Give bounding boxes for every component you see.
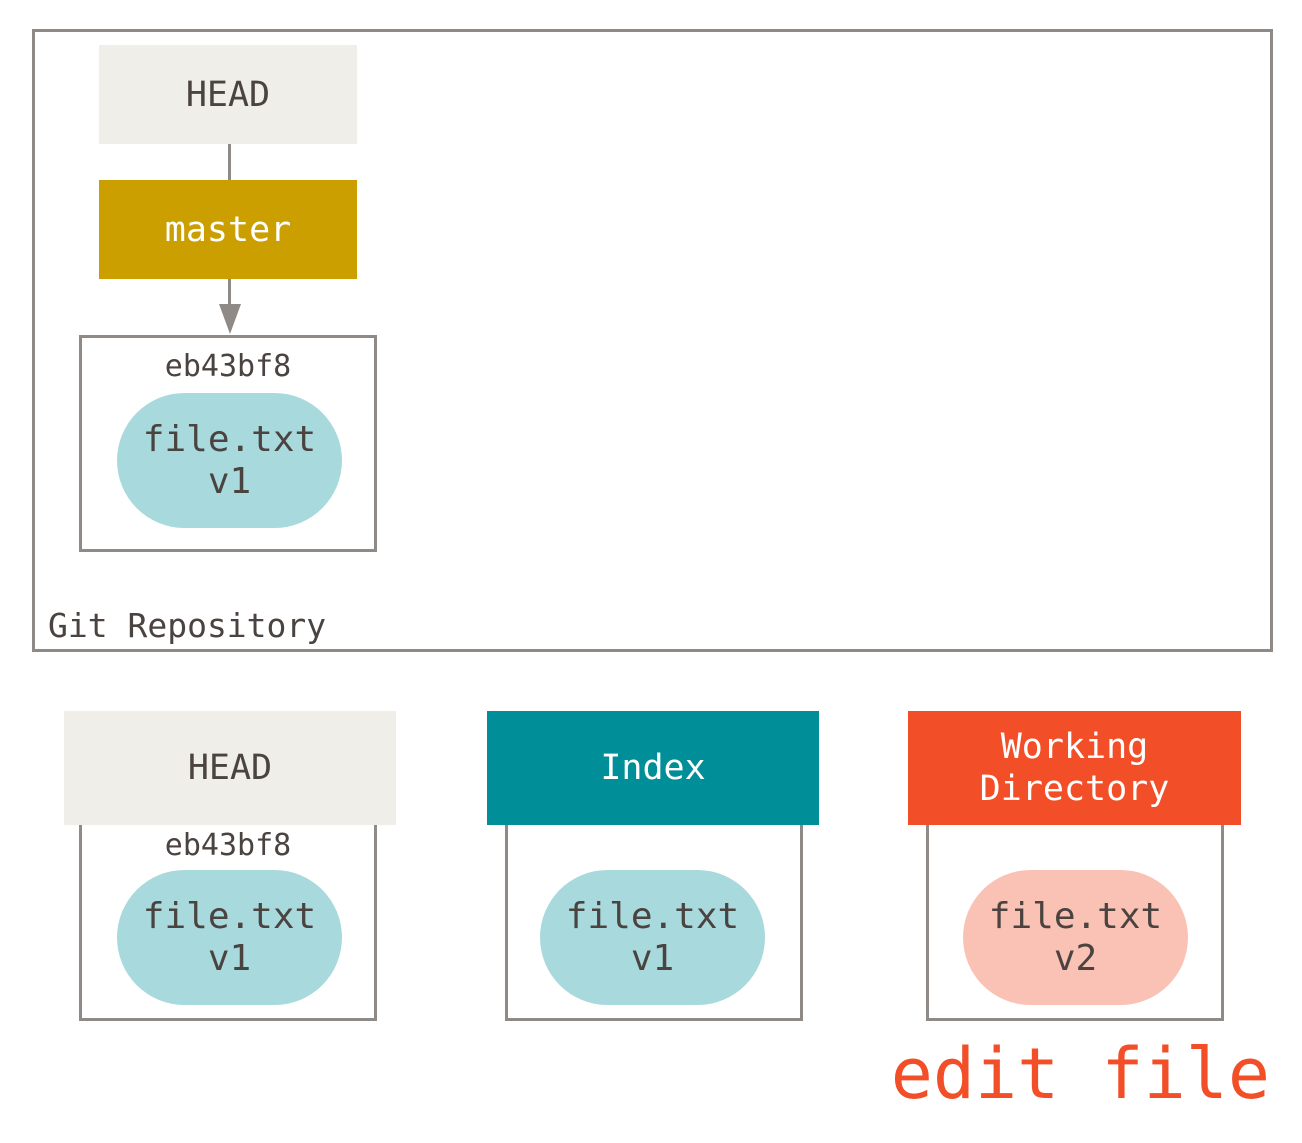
head-file-blob: file.txt v1 [117,870,342,1005]
working-directory-area-header: Working Directory [908,711,1241,825]
head-file-version: v1 [207,937,252,979]
commit-file-version: v1 [207,460,252,502]
index-area-header: Index [487,711,819,825]
commit-file-blob: file.txt v1 [117,393,342,528]
index-area-title: Index [600,748,706,788]
head-area-header: HEAD [64,711,396,825]
head-file-name: file.txt [142,895,317,937]
repo-head-label: HEAD [185,74,271,115]
working-directory-title-line2: Directory [979,769,1170,809]
master-to-commit-connector [228,279,231,305]
head-to-master-connector [228,144,231,180]
head-area-sha: eb43bf8 [164,828,292,863]
commit-sha: eb43bf8 [164,349,292,384]
index-file-blob: file.txt v1 [540,870,765,1005]
commit-file-name: file.txt [142,418,317,460]
head-area-title: HEAD [187,748,273,788]
master-branch-label: master [164,209,292,250]
repository-label: Git Repository [48,606,327,645]
arrow-head-icon [219,304,241,334]
git-repository-frame [32,29,1273,652]
edit-file-action-label: edit file [890,1033,1270,1115]
working-directory-file-name: file.txt [988,895,1163,937]
master-branch-ref: master [99,180,357,279]
index-file-version: v1 [630,937,675,979]
working-directory-file-version: v2 [1053,937,1098,979]
working-directory-file-blob: file.txt v2 [963,870,1188,1005]
index-file-name: file.txt [565,895,740,937]
repo-head-ref: HEAD [99,45,357,144]
working-directory-title-line1: Working [1000,727,1149,767]
